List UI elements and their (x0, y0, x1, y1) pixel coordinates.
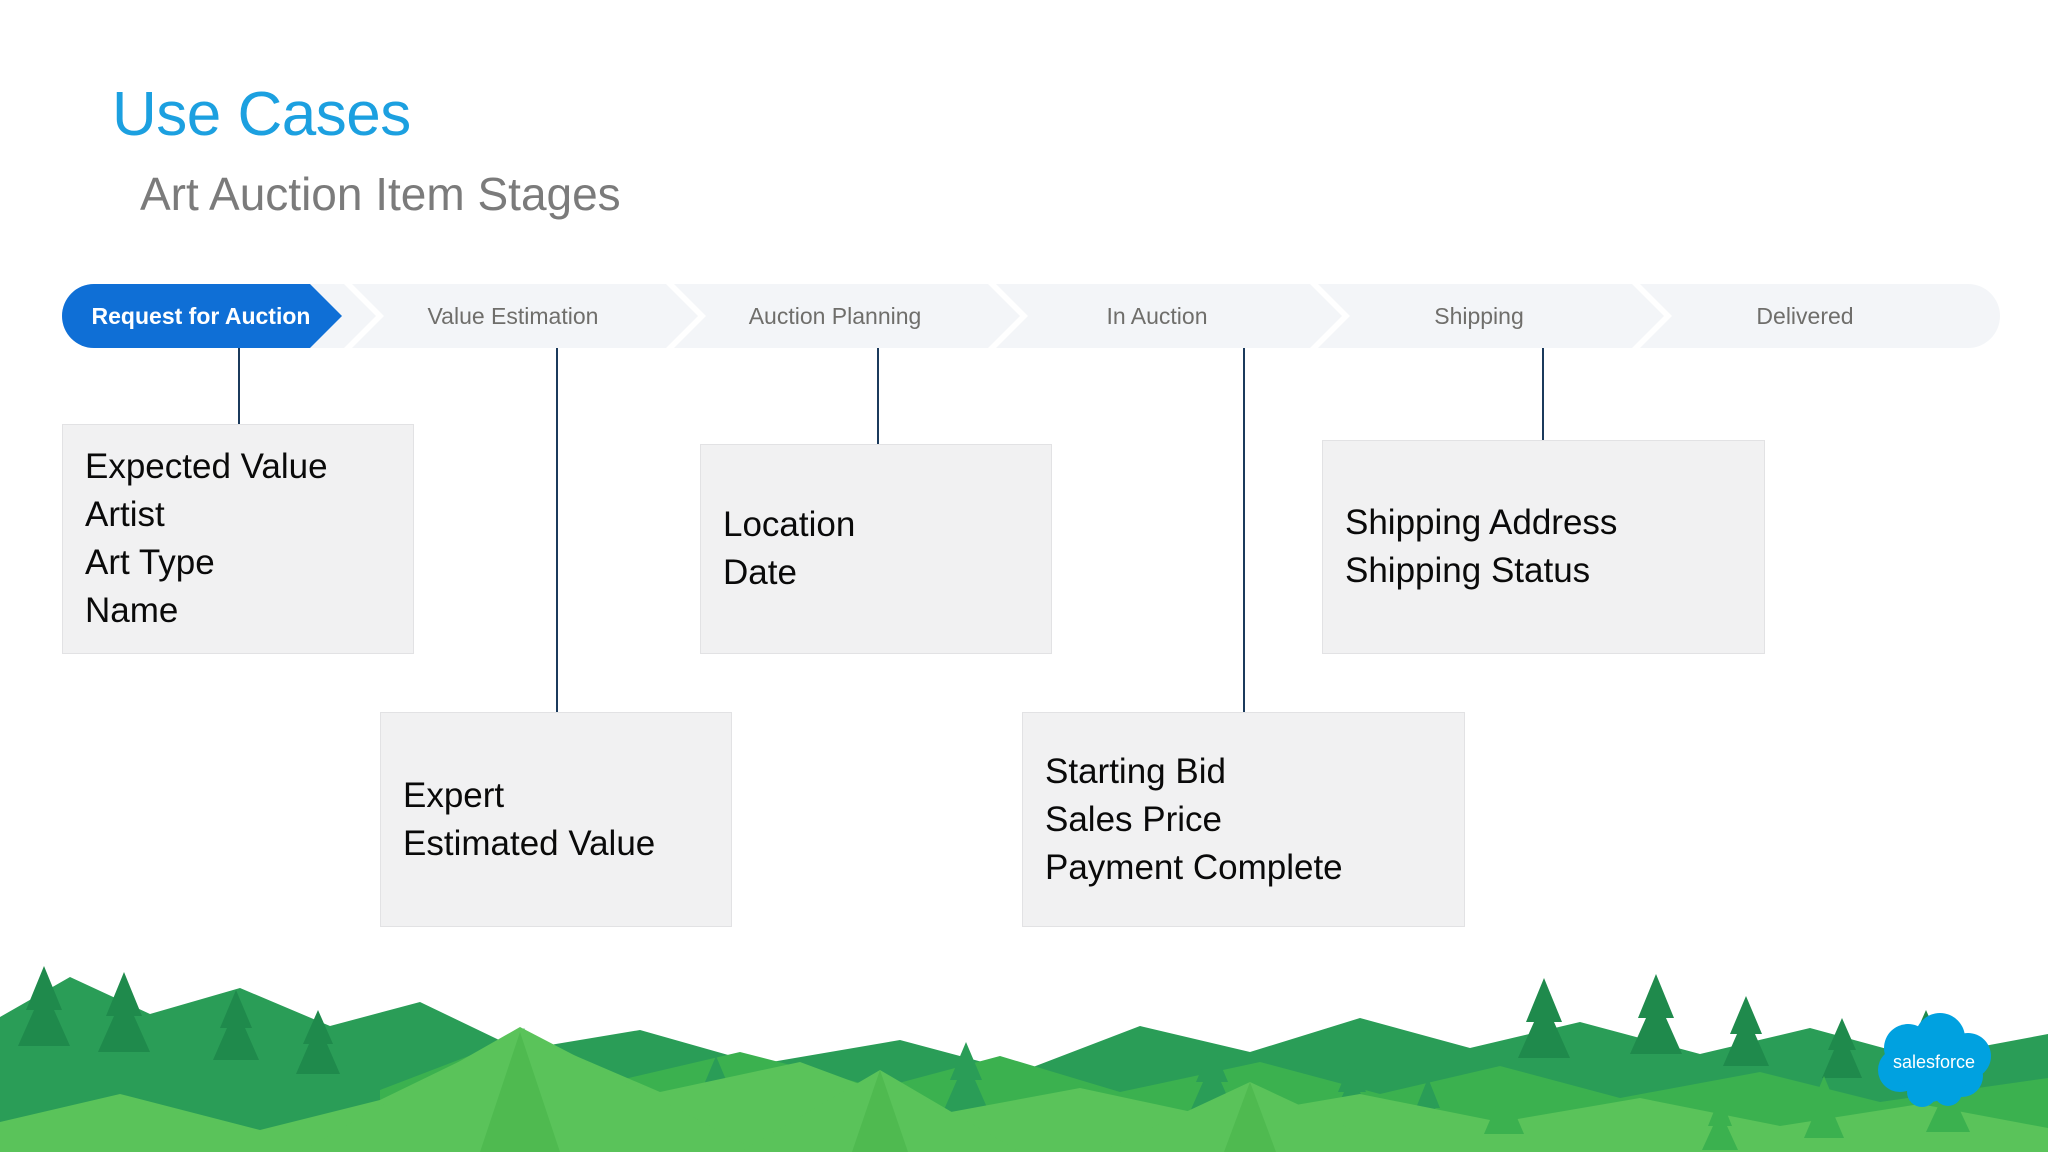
connector-line-shipping (1542, 348, 1544, 444)
salesforce-wordmark: salesforce (1893, 1052, 1975, 1072)
connector-line-in-auction (1243, 348, 1245, 712)
connector-line-auction-planning (877, 348, 879, 444)
detail-line: Estimated Value (403, 823, 656, 863)
connector-line-value-estimation (556, 348, 558, 712)
stage-path-bar: Request for Auction Value Estimation Auc… (62, 284, 2000, 348)
page-title: Use Cases (112, 80, 411, 149)
detail-line: Artist (85, 495, 165, 534)
detail-line: Date (723, 553, 797, 592)
detail-box-request-for-auction: Expected Value Artist Art Type Name (62, 424, 414, 654)
salesforce-cloud-logo: salesforce (1864, 1012, 2004, 1110)
detail-box-value-estimation: Expert Estimated Value (380, 712, 732, 927)
detail-box-in-auction: Starting Bid Sales Price Payment Complet… (1022, 712, 1465, 927)
connector-line-request-for-auction (238, 348, 240, 424)
detail-line: Shipping Status (1345, 551, 1591, 590)
detail-line: Expected Value (85, 447, 328, 486)
detail-line: Sales Price (1045, 799, 1223, 839)
detail-line: Art Type (85, 543, 215, 582)
mountain-landscape-illustration (0, 922, 2048, 1152)
detail-line: Name (85, 591, 179, 630)
detail-line: Payment Complete (1045, 847, 1343, 887)
detail-line: Starting Bid (1045, 751, 1226, 791)
detail-box-auction-planning: Location Date (700, 444, 1052, 654)
detail-box-shipping: Shipping Address Shipping Status (1322, 440, 1765, 654)
page-subtitle: Art Auction Item Stages (140, 168, 621, 220)
cloud-shape (1878, 1013, 1991, 1107)
detail-line: Expert (403, 775, 505, 815)
detail-line: Location (723, 505, 856, 544)
stage-path-shapes (62, 284, 2000, 348)
detail-line: Shipping Address (1345, 503, 1618, 542)
